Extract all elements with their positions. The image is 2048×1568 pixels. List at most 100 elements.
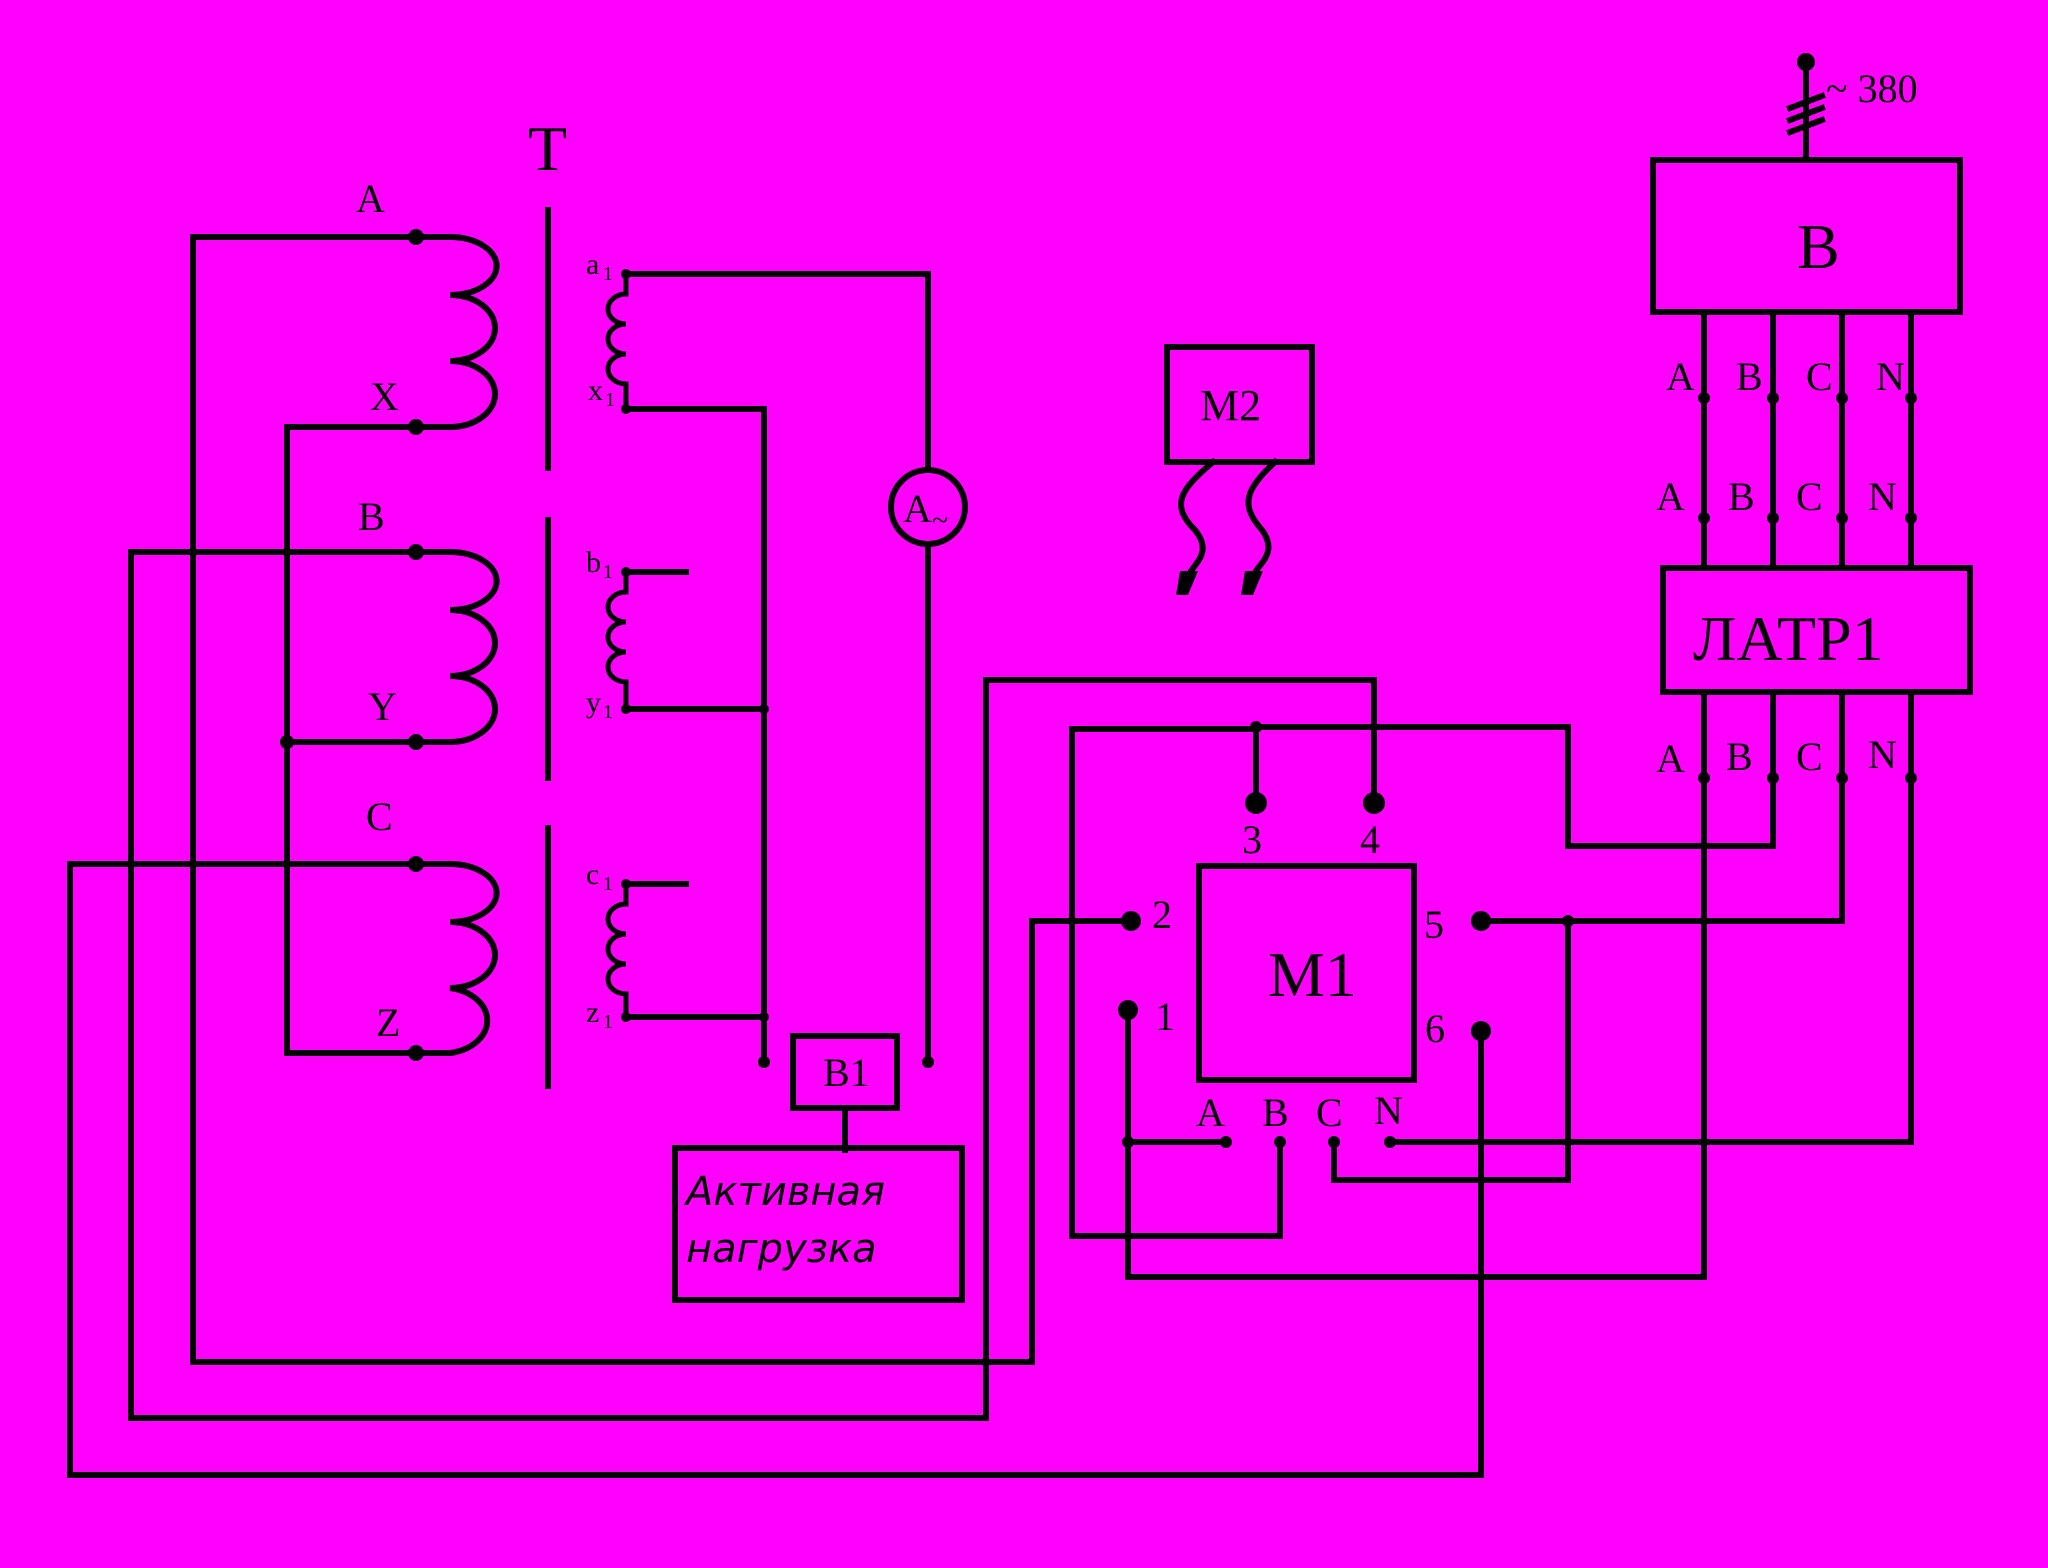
primary-coil-ax [416,234,500,430]
m1-terminal-6 [1471,1021,1491,1041]
label-a1: a 1 [586,248,613,285]
m1-terminal-label-1: 1 [1155,994,1175,1039]
b1-label: B1 [823,1050,870,1095]
m1-box [1196,863,1417,1083]
svg-text:1: 1 [603,1011,613,1033]
wire-a1-ammeter [623,271,931,473]
secondary-coil-ax [605,274,629,409]
junction-dot-5 [1562,915,1574,927]
phase-label-n: N [1876,354,1905,399]
terminal-dot-Y [408,734,424,750]
m1-terminal-1 [1118,1000,1138,1020]
b1-box [790,1033,900,1111]
m2-box [1164,344,1315,465]
wire-c-to-m1-6 [67,861,1484,1478]
transformer-label: T [528,113,567,184]
terminal-dot-y1 [621,704,631,714]
svg-text:b: b [586,546,601,579]
svg-text:x: x [588,374,603,407]
wire-b-to-m1-4 [128,549,1377,1421]
junction-dot-z1 [759,1012,769,1022]
terminal-dot-X [408,419,424,435]
m1-phase-label-b: B [1262,1090,1289,1135]
m2-lead-left [1178,457,1218,582]
m1-terminal-label-5: 5 [1424,902,1444,947]
wire-latr-n-m1-n [1387,689,1914,1145]
terminal-dot-b1 [621,567,631,577]
m1-phase-label-c: C [1316,1090,1343,1135]
transformer: T A X B Y C Z a 1 x 1 b 1 y 1 c 1 z 1 [280,113,769,1089]
svg-text:y: y [586,686,601,719]
b-label: B [1797,211,1840,282]
m1-terminal-label-2: 2 [1152,892,1172,937]
phase-label-a: A [1656,474,1685,519]
phase-label-c: C [1796,734,1823,779]
label-c1: c 1 [586,858,613,895]
terminal-dot-c1 [621,879,631,889]
ammeter: A ~ [888,467,968,547]
junction-dot-m1-a [1122,1136,1134,1148]
label-b1: b 1 [586,546,613,583]
b-supply-block: ~ 380 B [1650,53,1963,315]
m1-phase-dot-n [1384,1136,1396,1148]
label-x1: x 1 [588,374,615,411]
label-C: C [366,794,393,839]
phase-label-a: A [1656,736,1685,781]
m1-phase-label-n: N [1374,1088,1403,1133]
wire-m1-b-loop [1069,726,1283,1239]
supply-label: ~ 380 [1826,66,1918,111]
latr1-block: ЛАТР1 [1660,565,1973,695]
wire-x1-common [623,406,767,1065]
m1-phase-label-a: A [1196,1090,1225,1135]
junction-dot-star [280,735,294,749]
b1-terminal-right [922,1056,934,1068]
svg-text:a: a [586,248,599,281]
wire-a-to-m1-2 [190,234,1134,1365]
svg-text:z: z [586,996,599,1029]
wire-m1-c-to-5 [1331,918,1571,1183]
m1-phase-dot-b [1274,1136,1286,1148]
phase-label-a: A [1666,354,1695,399]
svg-text:1: 1 [603,701,613,723]
m1-phase-dot-c [1328,1136,1340,1148]
b-box [1650,157,1963,315]
phase-label-b: B [1728,474,1755,519]
m1-terminal-label-3: 3 [1242,817,1262,862]
latr1-label: ЛАТР1 [1693,603,1884,674]
phase-labels-latr-out: A B C N [1656,732,1917,784]
m2-block: M2 [1164,344,1315,465]
wire-latr-b-m1-3 [1253,689,1776,849]
terminal-dot-x1 [621,404,631,414]
phase-label-c: C [1796,474,1823,519]
terminal-dot-C [408,856,424,872]
phase-label-b: B [1736,354,1763,399]
phase-label-n: N [1868,732,1897,777]
m2-clip-left [1176,571,1198,595]
label-y1: y 1 [586,686,613,723]
m1-label: M1 [1268,939,1357,1010]
latr1-box [1660,565,1973,695]
phase-label-n: N [1868,474,1897,519]
svg-text:1: 1 [603,561,613,583]
phase-label-c: C [1806,354,1833,399]
svg-text:1: 1 [603,263,613,285]
terminal-dot-a1 [621,269,631,279]
phase-labels-latr-in: A B C N [1656,474,1917,524]
svg-text:1: 1 [605,389,615,411]
ammeter-circle [888,467,968,547]
label-Z: Z [376,1000,400,1045]
m2-lead-right [1245,457,1280,582]
active-load-line-2: нагрузка [686,1226,877,1272]
active-load-line-1: Активная [683,1169,885,1215]
label-z1: z 1 [586,996,613,1033]
label-X: X [370,374,399,419]
m2-label: M2 [1200,381,1261,430]
m1-terminal-2 [1121,911,1141,931]
m2-clip-right [1241,571,1263,595]
label-B: B [358,494,385,539]
b1-terminal-left [758,1056,770,1068]
svg-text:1: 1 [603,873,613,895]
m1-terminal-3 [1245,792,1267,814]
label-Y: Y [368,684,397,729]
phase-label-b: B [1726,734,1753,779]
